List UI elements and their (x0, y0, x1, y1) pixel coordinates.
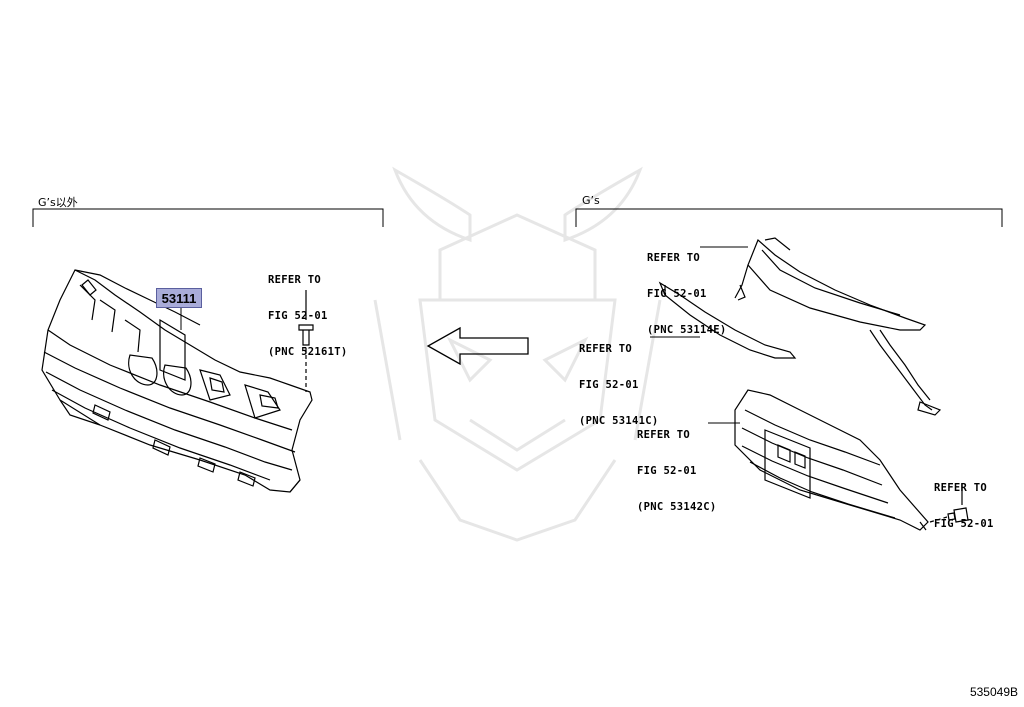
callout-line: (PNC 53141C) (579, 415, 659, 427)
callout-line: REFER TO (268, 274, 321, 286)
right-group-label: G’s (582, 194, 600, 207)
callout-line: FIG 52-01 (579, 379, 639, 391)
upper-grille-53114e (734, 237, 942, 416)
callout-line: FIG 52-01 (647, 288, 707, 300)
callout-bolt[interactable]: REFER TO FIG 52-01 (934, 458, 994, 542)
callout-line: (PNC 53114E) (647, 324, 727, 336)
watermark-logo (373, 166, 662, 542)
callout-53141c[interactable]: REFER TO FIG 52-01 (PNC 53141C) (579, 319, 658, 439)
callout-52161t[interactable]: REFER TO FIG 52-01 (PNC 52161T) (268, 250, 347, 370)
direction-arrow (426, 326, 529, 366)
callout-line: (PNC 52161T) (268, 346, 348, 358)
grille-reinforcement-53111 (41, 269, 313, 493)
lower-grille-53142c (734, 389, 929, 531)
moulding-53141c (658, 281, 797, 359)
part-number-badge[interactable]: 53111 (156, 288, 202, 308)
clip-52161t (298, 290, 314, 392)
callout-line: FIG 52-01 (637, 465, 697, 477)
callout-line: REFER TO (637, 429, 690, 441)
callout-line: FIG 52-01 (934, 518, 994, 530)
left-group-label: G’s以外 (38, 196, 78, 209)
callout-line: FIG 52-01 (268, 310, 328, 322)
callout-53114e[interactable]: REFER TO FIG 52-01 (PNC 53114E) (647, 228, 726, 348)
diagram-code: 535049B (969, 685, 1018, 699)
callout-line: REFER TO (934, 482, 987, 494)
callout-line: (PNC 53142C) (637, 501, 717, 513)
right-group-bracket (575, 208, 1003, 227)
callout-line: REFER TO (579, 343, 632, 355)
callout-line: REFER TO (647, 252, 700, 264)
left-group-bracket (32, 208, 384, 227)
callout-53142c[interactable]: REFER TO FIG 52-01 (PNC 53142C) (637, 405, 716, 525)
bolt-fig-52-01 (929, 484, 969, 523)
